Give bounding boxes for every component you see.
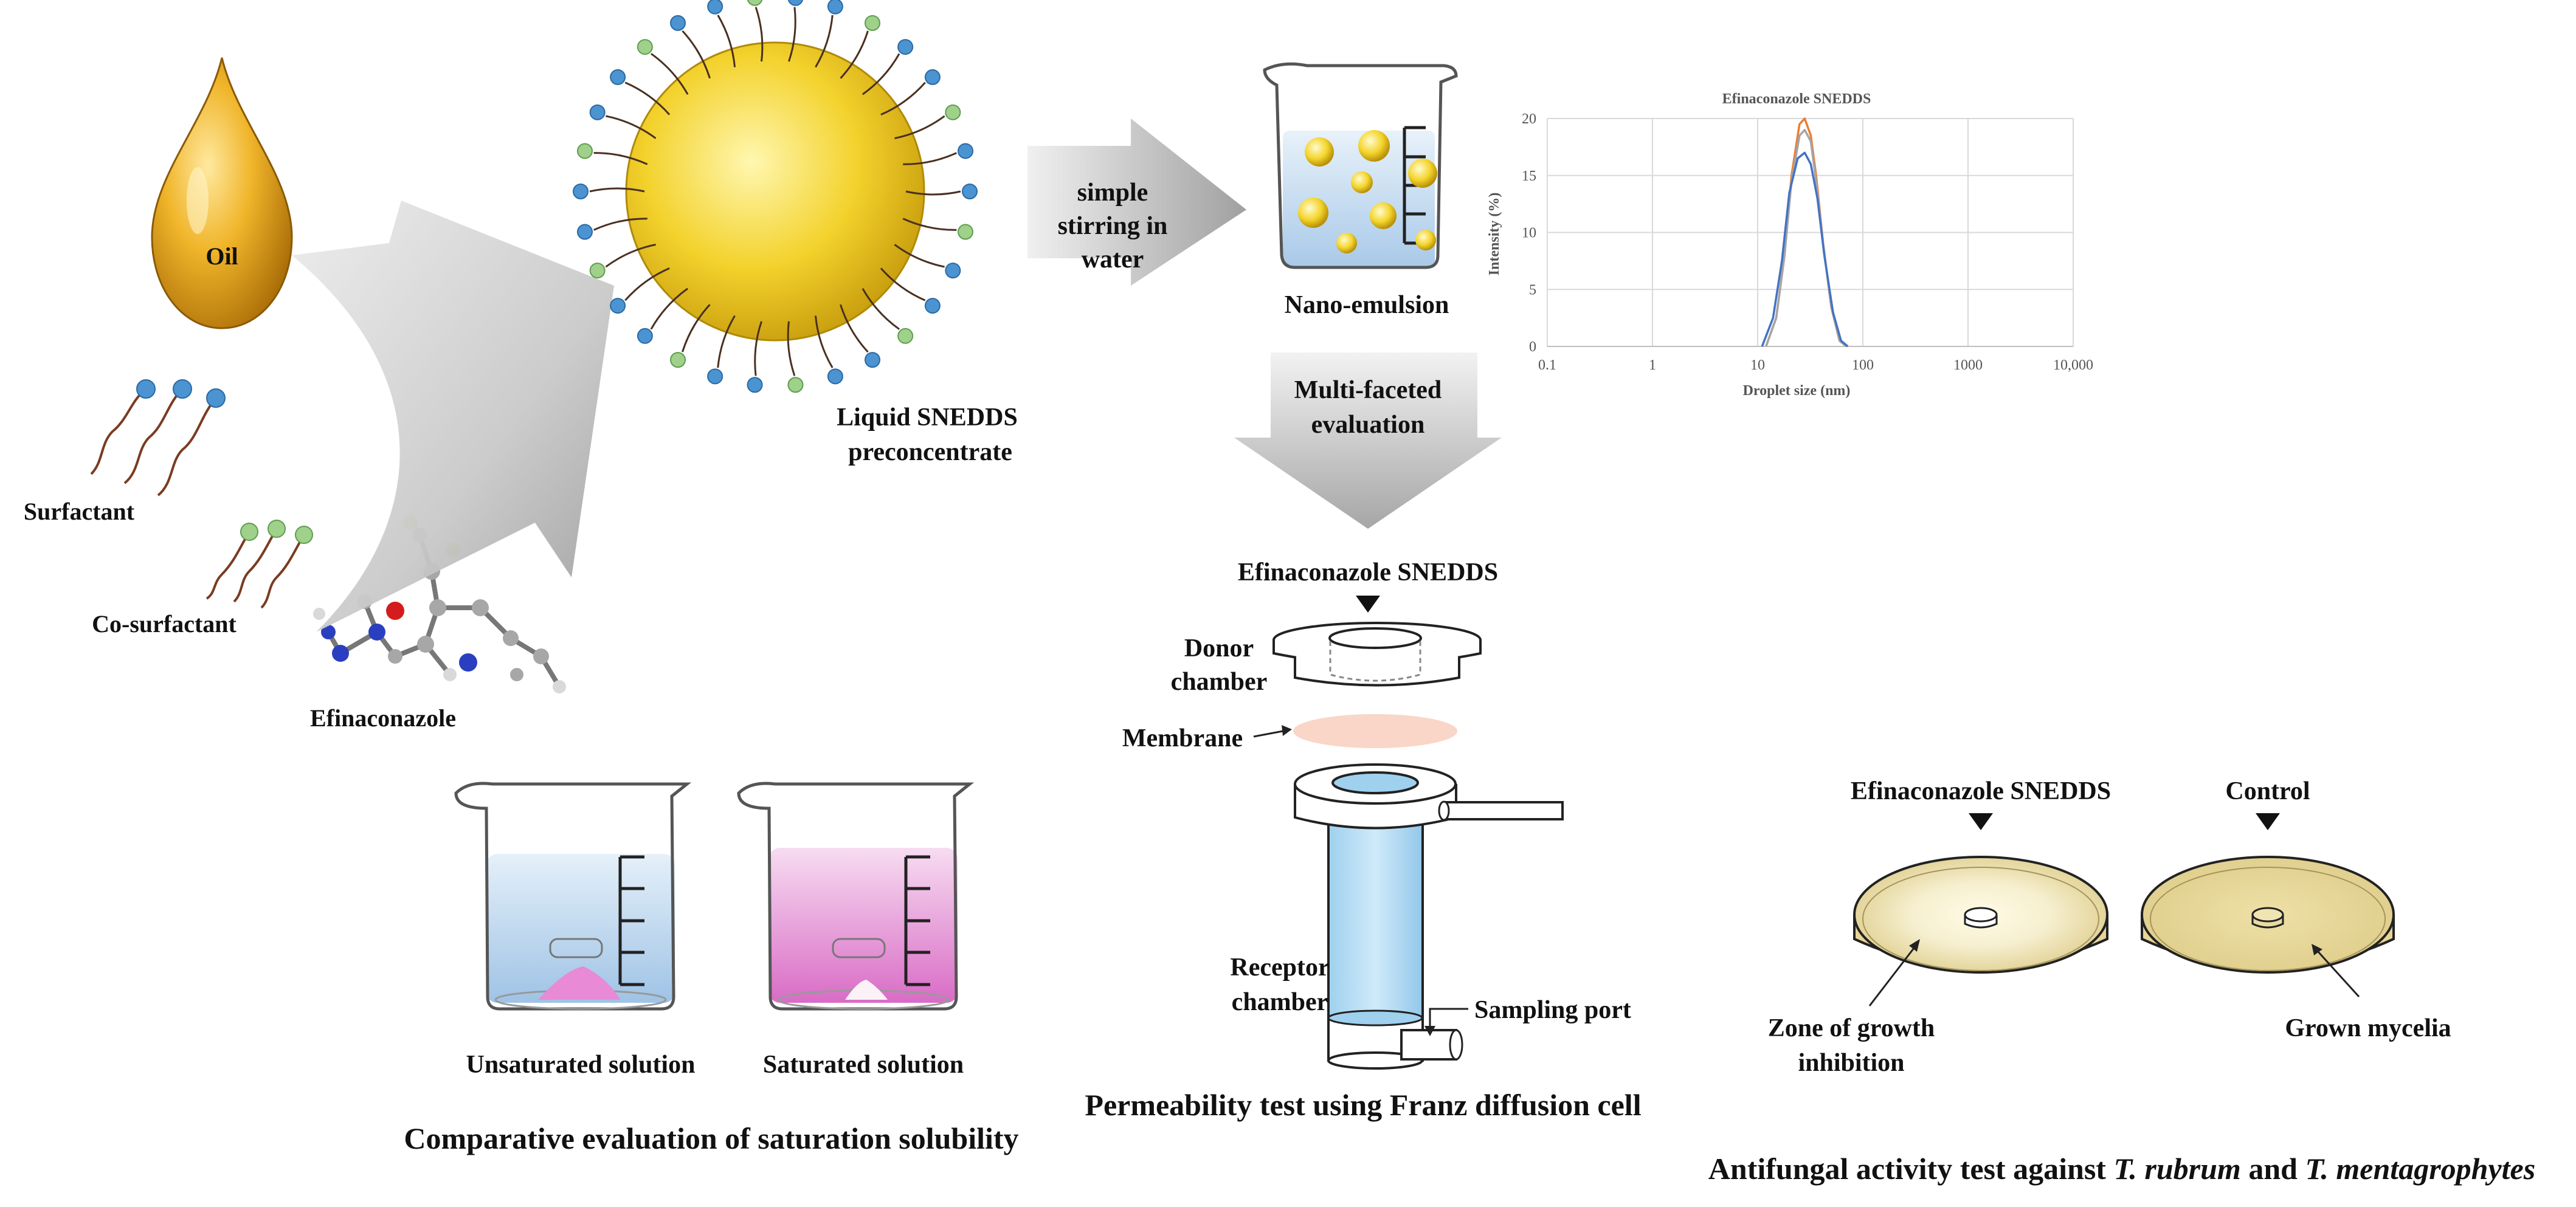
stirring-label-2: stirring in (1058, 212, 1168, 240)
zone-label-1: Zone of growth (1768, 1014, 1935, 1042)
membrane-label: Membrane (1122, 724, 1243, 752)
membrane (1293, 714, 1457, 748)
unsaturated-label: Unsaturated solution (466, 1051, 696, 1079)
snedds-droplet (625, 41, 925, 342)
antifungal-control-label: Control (2225, 777, 2310, 805)
receptor-label-1: Receptor (1230, 954, 1329, 982)
chart-xlabel: Droplet size (nm) (1743, 383, 1851, 399)
oil-label: Oil (205, 242, 238, 270)
x-tick-label: 1000 (1953, 357, 1983, 373)
combine-arrow (292, 201, 614, 632)
y-tick-label: 15 (1522, 168, 1536, 184)
oil-drop: Oil (151, 57, 293, 329)
chart-title: Efinaconazole SNEDDS (1722, 91, 1871, 107)
stirring-label-1: simple (1077, 179, 1148, 207)
donor-chamber (1272, 622, 1482, 687)
unsaturated-beaker (454, 782, 692, 1011)
series-line-3 (1761, 151, 1849, 348)
receptor-chamber (1294, 763, 1564, 1070)
y-tick-label: 20 (1522, 111, 1536, 127)
multi-label-2: evaluation (1311, 411, 1425, 439)
liquid-snedds-label-2: preconcentrate (848, 438, 1012, 466)
donor-label-2: chamber (1171, 668, 1268, 696)
evaluation-arrow (1234, 352, 1502, 529)
x-tick-label: 10,000 (2053, 357, 2093, 373)
x-tick-label: 10 (1750, 357, 1765, 373)
antifungal-snedds-label: Efinaconazole SNEDDS (1851, 777, 2111, 805)
y-tick-label: 10 (1522, 225, 1536, 241)
multi-label-1: Multi-faceted (1294, 376, 1442, 404)
saturated-label: Saturated solution (763, 1051, 964, 1079)
nano-emulsion-beaker (1263, 62, 1458, 269)
donor-label-1: Donor (1184, 634, 1254, 662)
snedds-petri-dish (1853, 856, 2108, 974)
receptor-label-2: chamber (1232, 988, 1328, 1016)
franz-snedds-label: Efinaconazole SNEDDS (1238, 559, 1498, 586)
stirring-label-3: water (1082, 246, 1144, 273)
x-tick-label: 100 (1852, 357, 1874, 373)
x-tick-label: 0.1 (1538, 357, 1556, 373)
droplet-size-chart: Efinaconazole SNEDDS Droplet size (nm) I… (1487, 91, 2093, 399)
surfactant-molecules (90, 379, 226, 497)
saturated-beaker (737, 782, 975, 1011)
solubility-title: Comparative evaluation of saturation sol… (404, 1121, 1018, 1155)
y-tick-label: 0 (1529, 339, 1536, 355)
nano-emulsion-label: Nano-emulsion (1285, 291, 1449, 319)
control-petri-dish (2141, 856, 2395, 974)
permeability-title: Permeability test using Franz diffusion … (1085, 1088, 1641, 1122)
franz-down-marker (1356, 596, 1380, 613)
cosurfactant-molecules (205, 520, 313, 609)
stirring-arrow (1027, 119, 1246, 286)
antifungal-title: Antifungal activity test against T. rubr… (1708, 1152, 2535, 1186)
cosurfactant-label: Co-surfactant (92, 610, 237, 638)
efinaconazole-label: Efinaconazole (310, 704, 456, 732)
grown-mycelia-label: Grown mycelia (2285, 1014, 2451, 1042)
sampling-port-label: Sampling port (1474, 996, 1631, 1024)
droplet-surfactant-shell (573, 0, 978, 393)
y-tick-label: 5 (1529, 282, 1536, 298)
surfactant-label: Surfactant (24, 498, 135, 525)
zone-label-2: inhibition (1798, 1049, 1904, 1077)
control-plate-marker (2256, 813, 2280, 830)
liquid-snedds-label-1: Liquid SNEDDS (837, 404, 1018, 432)
x-tick-label: 1 (1649, 357, 1656, 373)
chart-ylabel: Intensity (%) (1487, 193, 1502, 276)
snedds-plate-marker (1969, 813, 1993, 830)
